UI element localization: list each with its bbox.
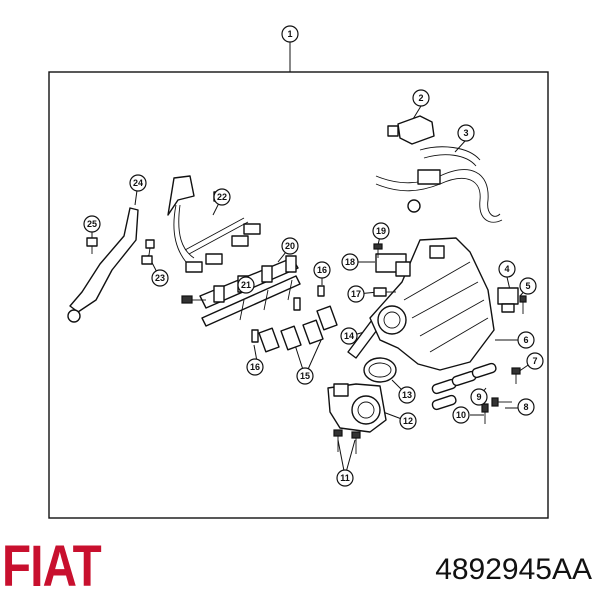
callout-3: 3 (457, 124, 475, 142)
svg-text:15: 15 (300, 371, 310, 381)
callout-24: 24 (129, 174, 147, 192)
solenoid (387, 115, 435, 145)
callout-9: 9 (470, 388, 488, 406)
svg-text:22: 22 (217, 192, 227, 202)
gasket (363, 357, 397, 383)
vacuum-hose (375, 146, 503, 223)
svg-text:10: 10 (456, 410, 466, 420)
svg-text:5: 5 (525, 281, 530, 291)
svg-text:24: 24 (133, 178, 143, 188)
callout-6: 6 (517, 331, 535, 349)
svg-text:7: 7 (532, 356, 537, 366)
callout-16-lower: 16 (246, 358, 264, 376)
callout-22: 22 (213, 188, 231, 206)
callout-12: 12 (399, 412, 417, 430)
sensor-18 (375, 253, 411, 277)
parts-diagram: 1 2 3 4 5 6 7 8 9 10 11 12 13 14 15 16 1… (48, 25, 549, 519)
callout-8: 8 (517, 398, 535, 416)
fiat-logo: FIAT (2, 534, 102, 599)
callout-5: 5 (519, 277, 537, 295)
svg-text:18: 18 (345, 257, 355, 267)
sensor-4 (497, 287, 519, 313)
sensor-17 (373, 287, 396, 297)
callout-2: 2 (412, 89, 430, 107)
part-number: 4892945AA (435, 553, 592, 586)
manifold-bolts (481, 367, 521, 424)
svg-text:23: 23 (155, 273, 165, 283)
svg-text:16: 16 (317, 265, 327, 275)
callout-19: 19 (372, 222, 390, 240)
svg-text:20: 20 (285, 241, 295, 251)
svg-text:6: 6 (523, 335, 528, 345)
svg-text:12: 12 (403, 416, 413, 426)
throttle-bolts (333, 429, 361, 454)
sensor-23 (141, 239, 155, 265)
svg-text:19: 19 (376, 226, 386, 236)
svg-text:8: 8 (523, 402, 528, 412)
callout-14: 14 (340, 327, 358, 345)
callout-18: 18 (341, 253, 359, 271)
throttle-body (327, 383, 387, 433)
callout-17: 17 (347, 285, 365, 303)
svg-text:13: 13 (402, 390, 412, 400)
screw-19 (373, 243, 383, 258)
callout-21: 21 (237, 276, 255, 294)
bracket (67, 207, 139, 323)
svg-text:21: 21 (241, 280, 251, 290)
screw-5 (519, 295, 527, 314)
svg-text:2: 2 (418, 93, 423, 103)
callout-15: 15 (296, 367, 314, 385)
svg-text:14: 14 (344, 331, 354, 341)
fuel-injectors (251, 285, 338, 353)
svg-text:25: 25 (87, 219, 97, 229)
svg-text:11: 11 (340, 473, 350, 483)
svg-text:16: 16 (250, 362, 260, 372)
callout-11: 11 (336, 469, 354, 487)
callout-23: 23 (151, 269, 169, 287)
callout-16-upper: 16 (313, 261, 331, 279)
intake-manifold (369, 237, 495, 371)
svg-text:3: 3 (463, 128, 468, 138)
bolt-21 (181, 295, 206, 304)
manifold-gaskets (431, 362, 497, 411)
callout-1: 1 (281, 25, 299, 43)
svg-text:9: 9 (476, 392, 481, 402)
svg-text:1: 1 (287, 29, 292, 39)
callout-4: 4 (498, 260, 516, 278)
bolt-25 (86, 237, 98, 254)
callout-7: 7 (526, 352, 544, 370)
injector-wiring-harness (167, 175, 261, 273)
callout-25: 25 (83, 215, 101, 233)
svg-text:4: 4 (504, 264, 509, 274)
svg-text:17: 17 (351, 289, 361, 299)
callout-20: 20 (281, 237, 299, 255)
callout-10: 10 (452, 406, 470, 424)
diagram-frame (48, 71, 549, 519)
callout-13: 13 (398, 386, 416, 404)
